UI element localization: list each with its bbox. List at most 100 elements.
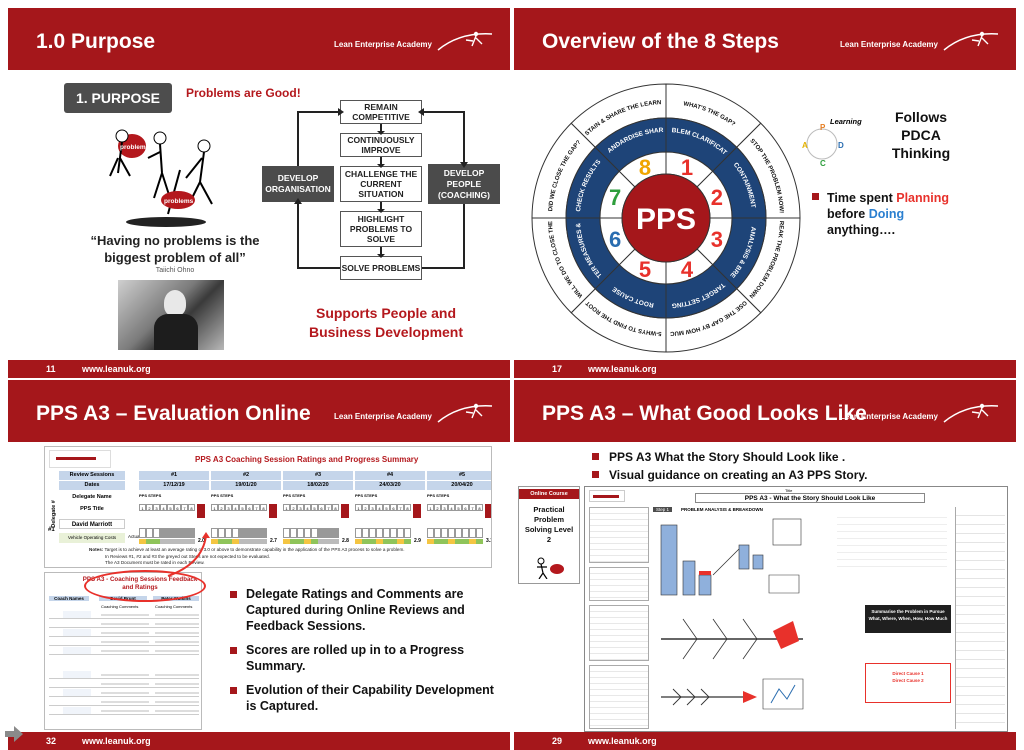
slide-evaluation-online[interactable]: PPS A3 – Evaluation Online Lean Enterpri…	[8, 380, 510, 750]
a3-bullets: PPS A3 What the Story Should Look like .…	[592, 448, 868, 484]
website-link[interactable]: www.leanuk.org	[588, 364, 657, 374]
cycle-remain-competitive: REMAIN COMPETITIVE	[340, 100, 422, 124]
feedback-row	[49, 638, 199, 646]
session-number: #5	[427, 471, 491, 480]
direct-cause-1: Direct Cause 1	[892, 671, 924, 676]
quote-line-2: biggest problem of all”	[104, 250, 246, 265]
review-sessions-label: Review Sessions	[59, 471, 125, 480]
academy-logo-icon	[943, 403, 999, 423]
evaluation-bullets: Delegate Ratings and Comments are Captur…	[230, 586, 500, 714]
course-figure-icon	[537, 557, 564, 579]
feedback-row	[49, 647, 199, 655]
direct-cause-2: Direct Cause 2	[892, 678, 924, 683]
doing: Doing	[868, 207, 905, 221]
website-link[interactable]: www.leanuk.org	[82, 364, 151, 374]
slide-header: 1.0 Purpose Lean Enterprise Academy	[8, 8, 510, 70]
anything: anything….	[827, 223, 896, 237]
what-when-text: What, Where, When, How, How Much	[868, 616, 948, 621]
step-number-2: 2	[711, 185, 723, 210]
pps-steps-label: PPS STEPS	[427, 493, 450, 498]
thinking: Thinking	[891, 145, 951, 161]
pps-steps-label: PPS STEPS	[211, 493, 234, 498]
feedback-row	[49, 629, 199, 637]
brand-name: Lean Enterprise Academy	[334, 40, 432, 49]
supports-text: Supports People and Business Development	[286, 304, 486, 342]
develop-organisation-box: DEVELOP ORGANISATION	[262, 166, 334, 202]
slide-8-steps[interactable]: Overview of the 8 Steps Lean Enterprise …	[514, 8, 1016, 378]
follows: Follows	[894, 109, 948, 125]
row-number: #1	[48, 527, 55, 533]
academy-logo-icon	[437, 403, 493, 423]
pps-steps-label: PPS STEPS	[283, 493, 306, 498]
course-cover: Online Course Practical Problem Solving …	[518, 486, 580, 584]
feedback-row	[49, 611, 199, 619]
course-title: Practical Problem Solving Level 2	[524, 505, 574, 544]
cycle-arrows	[294, 108, 468, 269]
pps-center-label: PPS	[636, 203, 696, 236]
slide-title: Overview of the 8 Steps	[542, 30, 779, 53]
step-number-4: 4	[681, 257, 694, 282]
session-date: 20/04/20	[427, 481, 491, 490]
step-number-1: 1	[681, 155, 693, 180]
purpose-badge: 1. PURPOSE	[64, 83, 172, 113]
website-link[interactable]: www.leanuk.org	[82, 736, 151, 746]
brand-name: Lean Enterprise Academy	[840, 40, 938, 49]
next-arrow-icon[interactable]	[4, 726, 24, 742]
problems-good: Problems are Good!	[186, 86, 301, 100]
step-number-5: 5	[639, 257, 651, 282]
feedback-row	[49, 689, 199, 697]
coaching-comments-1: Coaching Comments	[101, 604, 139, 609]
slide-footer: 29 www.leanuk.org	[514, 732, 1016, 750]
brand-name: Lean Enterprise Academy	[334, 412, 432, 421]
session-score: 2.0	[198, 538, 205, 544]
academy-logo-icon	[437, 31, 493, 51]
pps-title-label: PPS Title	[80, 506, 104, 512]
note-1: Target is to achieve at least an average…	[104, 547, 405, 552]
feedback-row	[49, 620, 199, 628]
bullet-2: Visual guidance on creating an A3 PPS St…	[609, 468, 868, 482]
before: before	[827, 207, 866, 221]
session-score: 2.7	[270, 538, 277, 544]
table-logo	[49, 450, 111, 468]
delegate-value: David Marriott	[59, 519, 125, 529]
pdca-a: A	[802, 141, 808, 150]
step-number-7: 7	[609, 185, 621, 210]
a3-breakdown-chart	[660, 518, 802, 596]
session-number: #3	[283, 471, 353, 480]
academy-logo-icon	[943, 31, 999, 51]
a3-summary-box: Summarise the Problem in Pursue What, Wh…	[865, 605, 951, 633]
coach-names-label: Coach Names	[49, 596, 89, 601]
pdca-cycle-icon: P D C A Learning	[802, 117, 862, 168]
slide-title: 1.0 Purpose	[36, 30, 156, 53]
pdca: PDCA	[901, 127, 941, 143]
slide-footer: 32 www.leanuk.org	[8, 732, 510, 750]
pdca-d: D	[838, 141, 844, 150]
feedback-row	[49, 698, 199, 706]
step-number-3: 3	[711, 227, 723, 252]
slide-header: PPS A3 – What Good Looks Like Lean Enter…	[514, 380, 1016, 442]
time-spent-bullet: Time spent Planning before Doing anythin…	[812, 190, 949, 238]
time-spent: Time spent	[827, 191, 893, 205]
pps-center	[621, 173, 711, 263]
taiichi-ohno-photo	[118, 280, 224, 350]
follows-pdca-text: Follows PDCA Thinking	[876, 108, 966, 162]
session-number: #4	[355, 471, 425, 480]
highlight-arrow	[167, 532, 210, 577]
slide-title: PPS A3 – Evaluation Online	[36, 402, 311, 425]
a3-title: PPS A3 - What the Story Should Look Like	[695, 493, 925, 503]
cycle-continuously-improve: CONTINUOUSLY IMPROVE	[340, 133, 422, 157]
a3-direct-causes: Direct Cause 1 Direct Cause 2	[865, 663, 951, 703]
slide-what-good-looks-like[interactable]: PPS A3 – What Good Looks Like Lean Enter…	[514, 380, 1016, 750]
a3-step-label: Step 1	[653, 507, 673, 512]
website-link[interactable]: www.leanuk.org	[588, 736, 657, 746]
session-score: 2.9	[414, 538, 421, 544]
bullet-3: Evolution of their Capability Developmen…	[246, 683, 494, 713]
sack-label-2: problems	[164, 198, 194, 205]
step-number-6: 6	[609, 227, 621, 252]
slide-purpose[interactable]: 1.0 Purpose Lean Enterprise Academy 1. P…	[8, 8, 510, 378]
pps-steps-label: PPS STEPS	[355, 493, 378, 498]
